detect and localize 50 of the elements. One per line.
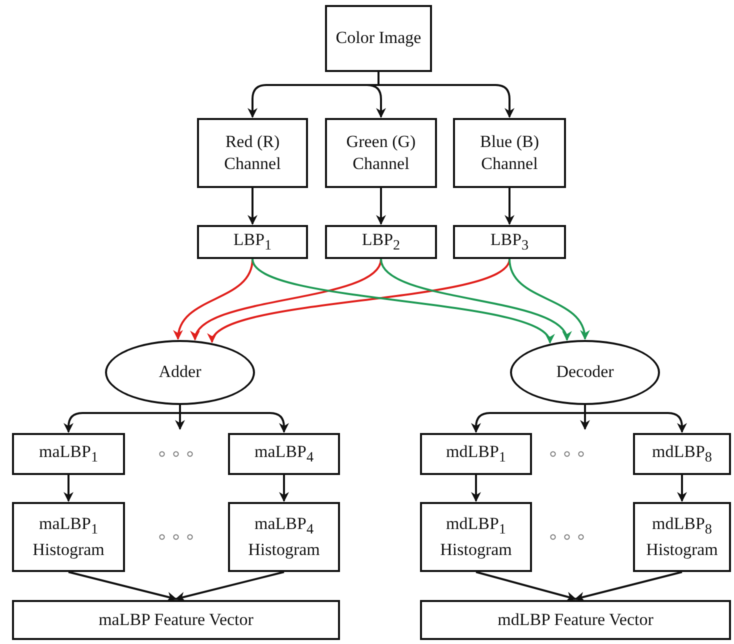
arrow <box>677 475 687 502</box>
arrow <box>584 405 687 433</box>
node-label: Blue (B) Channel <box>478 130 540 175</box>
arrow <box>504 188 514 225</box>
node-label: mdLBP$_{1}$ Histogram <box>439 513 513 561</box>
process-box <box>633 433 731 475</box>
node-label: Red (R) Channel <box>223 130 282 175</box>
arrow <box>376 188 386 225</box>
node-label: mdLBP$_{1}$ <box>445 441 507 467</box>
arrow <box>68 571 177 602</box>
arrow <box>175 571 284 602</box>
node-label: maLBP$_{4}$ Histogram <box>247 513 321 561</box>
process-box <box>12 502 125 572</box>
node-label: maLBP Feature Vector <box>98 608 254 631</box>
process-box <box>633 502 731 572</box>
process-box <box>197 225 308 259</box>
node-label: mdLBP$_{8}$ <box>651 441 713 467</box>
node-label: LBP$_{2}$ <box>360 229 402 255</box>
process-box <box>420 502 532 572</box>
process-box <box>12 600 340 640</box>
process-box <box>420 433 532 475</box>
node-label: Adder <box>158 361 202 384</box>
arrow <box>574 571 682 602</box>
arrow <box>378 72 514 118</box>
node-label: LBP$_{1}$ <box>232 229 273 255</box>
process-box <box>228 502 340 572</box>
node-label: Color Image <box>334 27 422 50</box>
process-box <box>228 433 340 475</box>
node-label: maLBP$_{1}$ <box>38 441 100 467</box>
arrow <box>179 405 289 433</box>
process-box <box>197 118 308 188</box>
process-box <box>325 118 437 188</box>
process-box <box>325 225 437 259</box>
arrow <box>471 475 481 502</box>
node-label: LBP$_{3}$ <box>489 229 530 255</box>
node-label: Decoder <box>555 361 615 384</box>
process-box <box>325 5 432 72</box>
process-box <box>453 118 566 188</box>
process-box <box>453 225 566 259</box>
arrow <box>248 188 258 225</box>
process-box <box>12 433 125 475</box>
node-label: maLBP$_{4}$ <box>253 441 315 467</box>
node-label: maLBP$_{1}$ Histogram <box>32 513 106 561</box>
node-label: mdLBP Feature Vector <box>496 608 654 631</box>
arrow <box>476 571 576 602</box>
node-label: Green (G) Channel <box>345 130 417 175</box>
process-box <box>420 600 731 640</box>
arrow <box>279 475 289 502</box>
arrow <box>64 475 74 502</box>
node-label: mdLBP$_{8}$ Histogram <box>645 513 719 561</box>
